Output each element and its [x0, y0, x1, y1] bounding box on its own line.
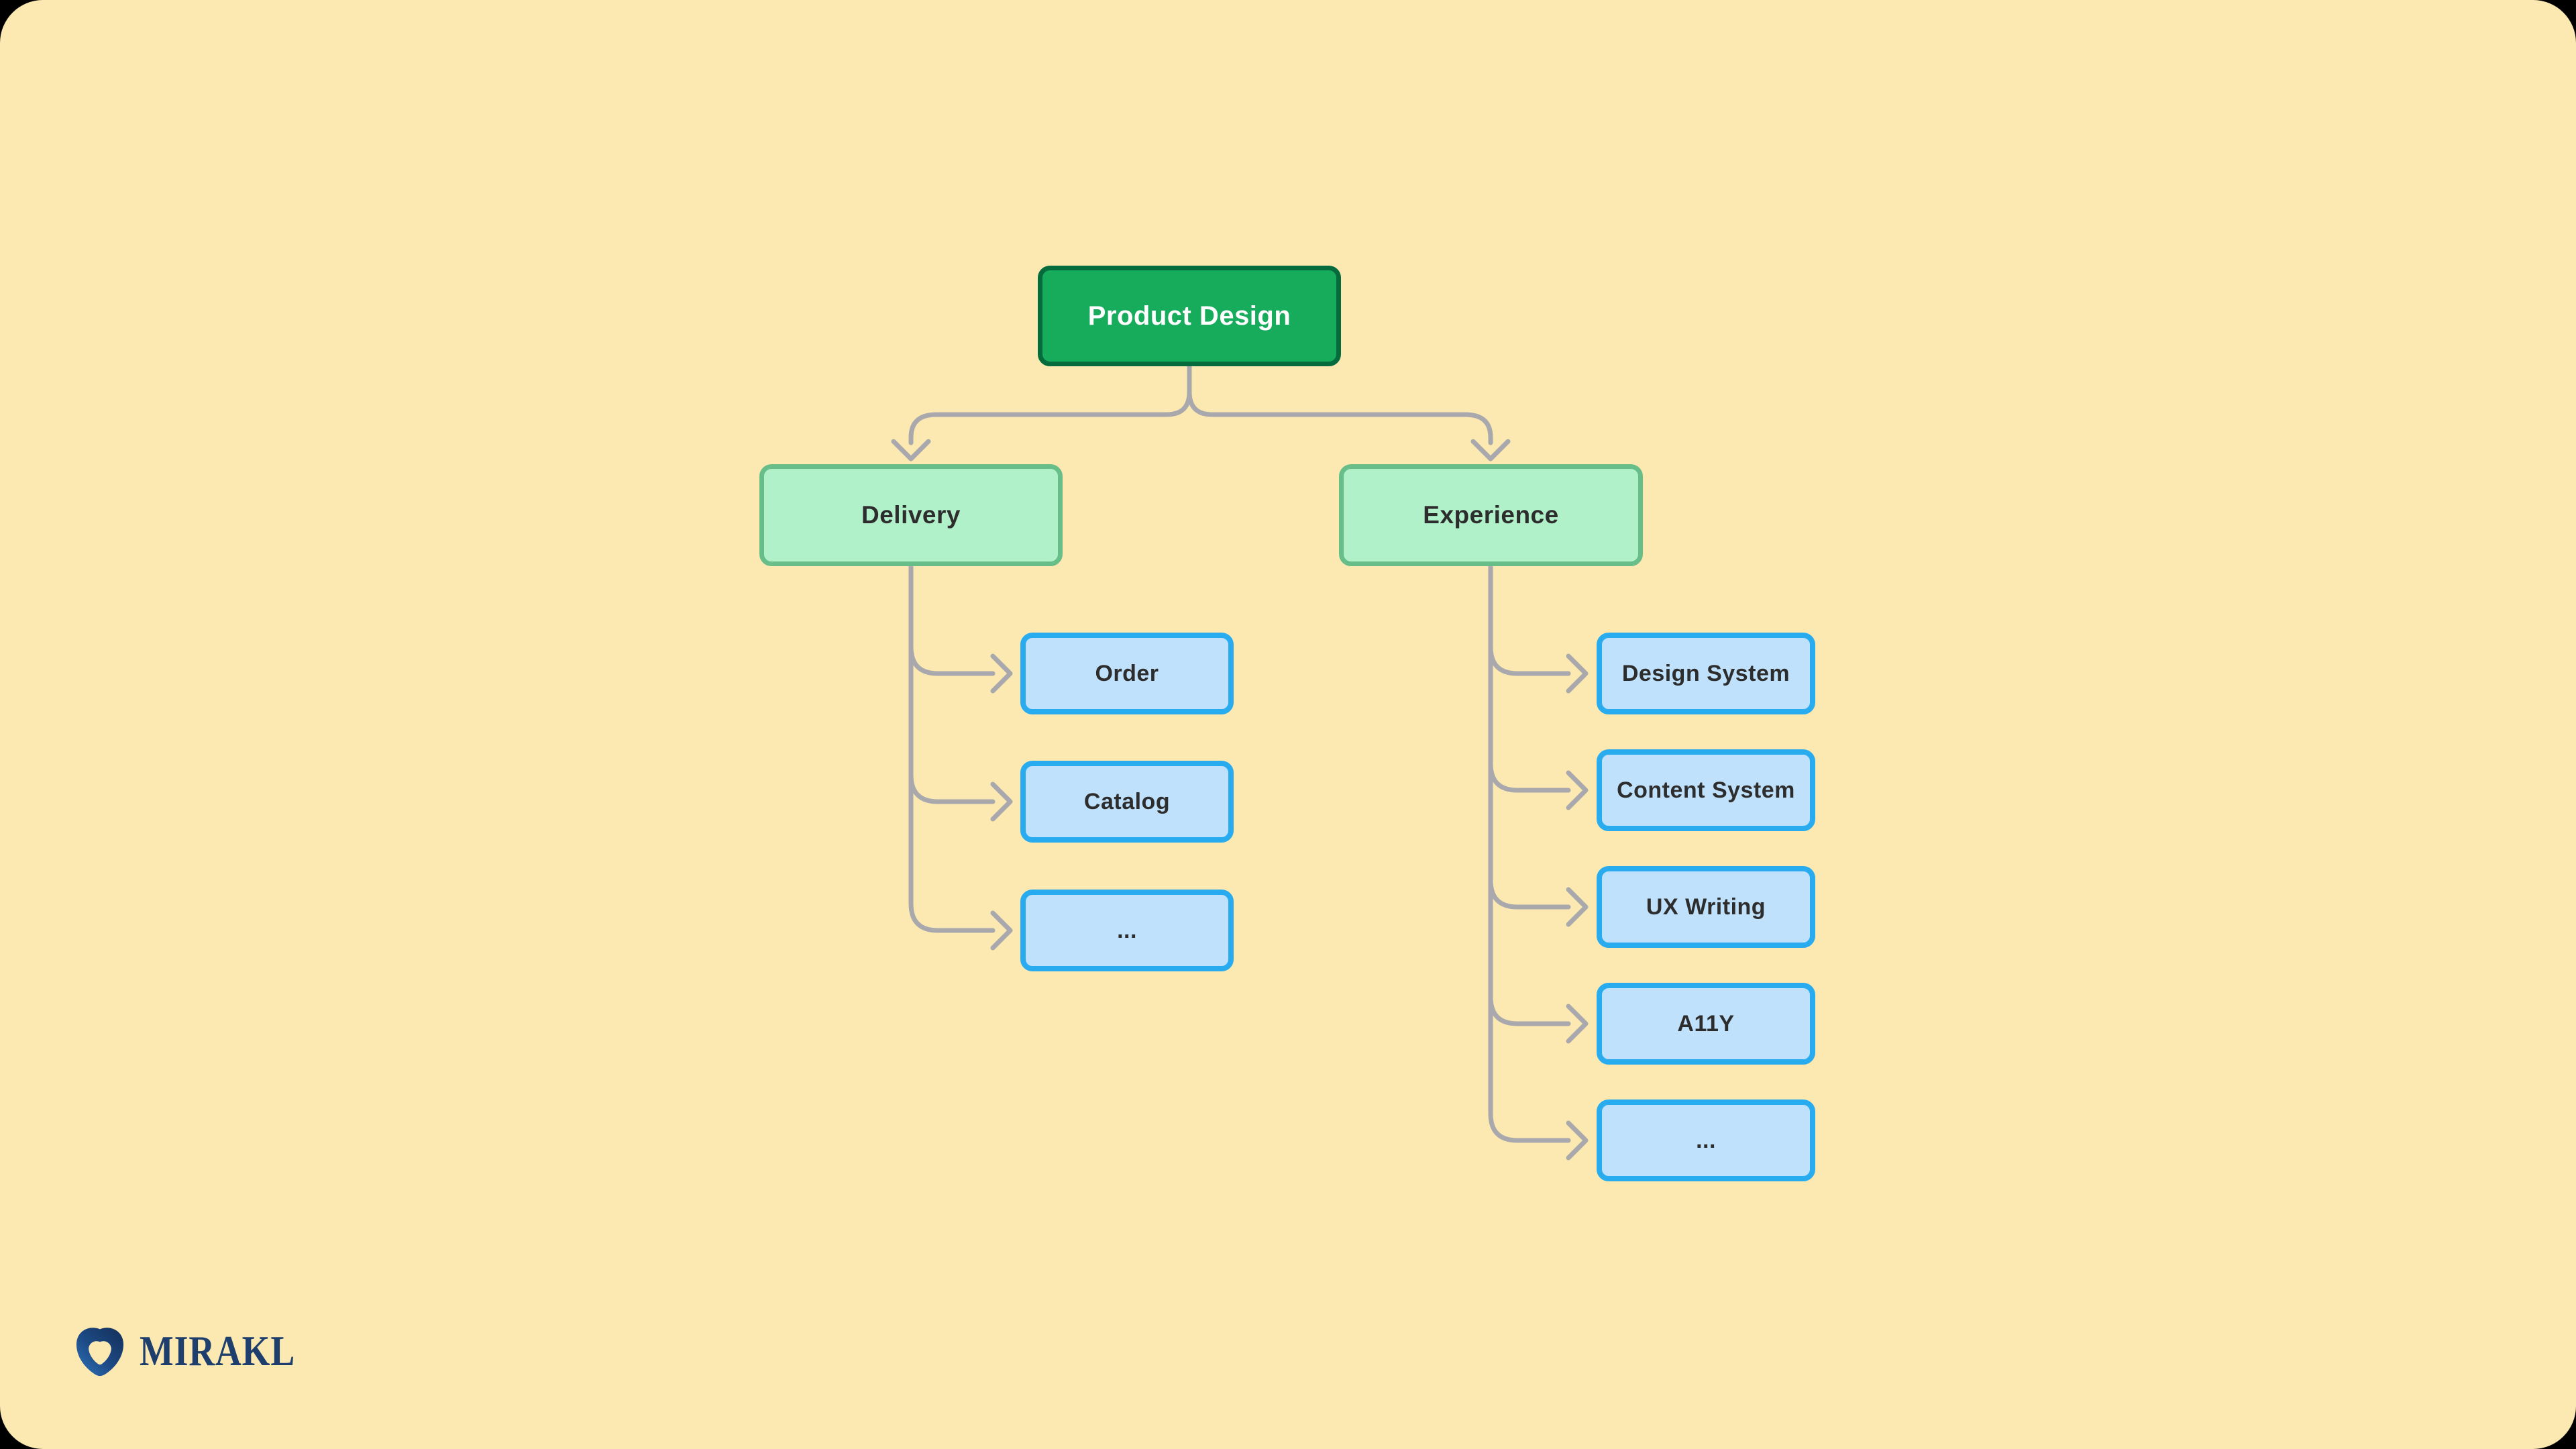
arrowhead-down-experience [1470, 439, 1511, 462]
arrowhead-right-order [990, 653, 1013, 694]
connector-root-to-experience [1187, 364, 1493, 445]
arrowhead-right-design-system [1566, 653, 1589, 694]
node-experience-more: ... [1597, 1099, 1815, 1181]
arrowhead-right-catalog [990, 782, 1013, 822]
connector-experience-to-design-system [1488, 644, 1571, 676]
connector-experience-to-a11y [1488, 994, 1571, 1026]
mirakl-logo: MIRAKL [75, 1325, 325, 1377]
node-design-system: Design System [1597, 633, 1815, 714]
connector-experience-to-ux-writing [1488, 877, 1571, 910]
arrowhead-down-delivery [891, 439, 931, 462]
node-experience: Experience [1339, 464, 1643, 566]
arrowhead-right-experience-more [1566, 1120, 1589, 1161]
connector-root-to-delivery [908, 364, 1192, 445]
arrowhead-right-a11y [1566, 1004, 1589, 1044]
node-catalog: Catalog [1020, 761, 1234, 843]
arrowhead-right-delivery-more [990, 910, 1013, 951]
connector-experience-trunk [1488, 564, 1571, 1143]
node-a11y: A11Y [1597, 983, 1815, 1065]
mirakl-shield-icon [76, 1328, 124, 1377]
mirakl-logo-text: MIRAKL [140, 1327, 296, 1375]
connector-experience-to-content-system [1488, 761, 1571, 793]
connector-delivery-trunk [908, 564, 996, 933]
node-delivery: Delivery [759, 464, 1063, 566]
node-delivery-more: ... [1020, 890, 1234, 971]
arrowhead-right-content-system [1566, 770, 1589, 810]
node-product-design: Product Design [1038, 266, 1341, 366]
node-content-system: Content System [1597, 749, 1815, 831]
connector-delivery-to-catalog [908, 772, 996, 804]
arrowhead-right-ux-writing [1566, 887, 1589, 927]
connector-delivery-to-order [908, 644, 996, 676]
node-ux-writing: UX Writing [1597, 866, 1815, 948]
node-order: Order [1020, 633, 1234, 714]
